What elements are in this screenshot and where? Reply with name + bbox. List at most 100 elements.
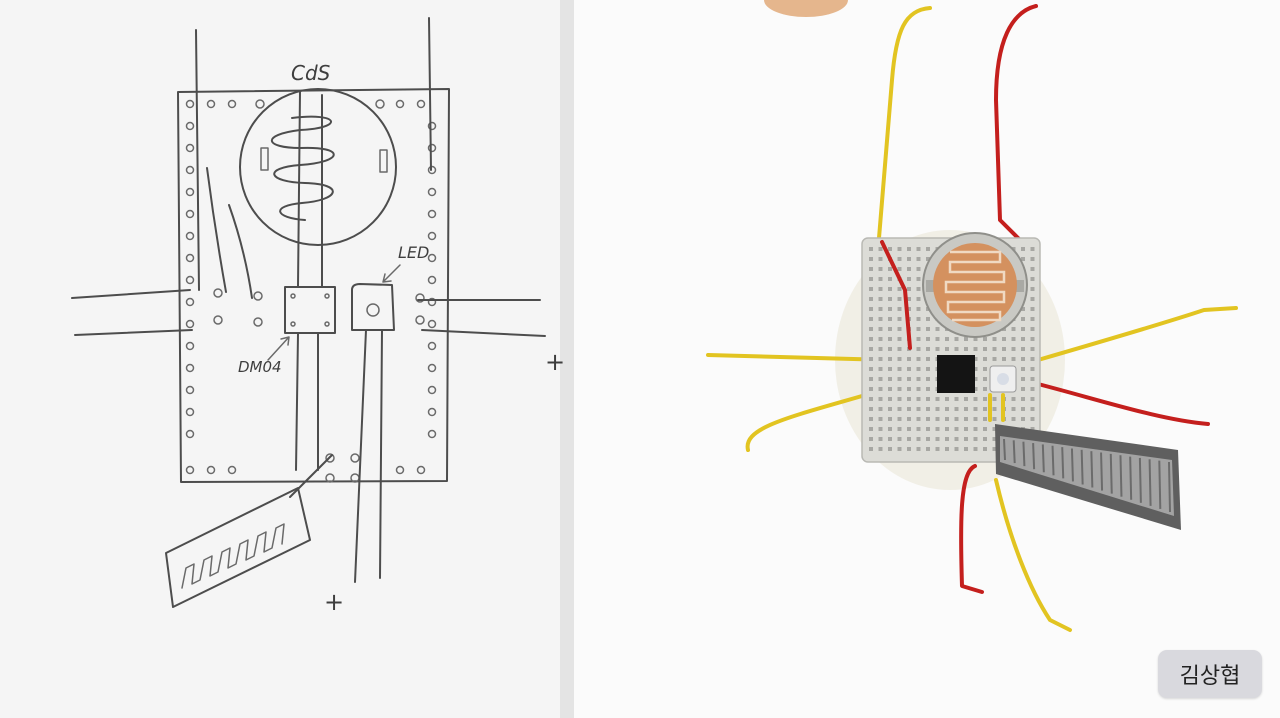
sketch-hole bbox=[427, 297, 437, 307]
breadboard-hole bbox=[888, 247, 892, 251]
breadboard-hole bbox=[1030, 367, 1035, 371]
breadboard-hole bbox=[916, 247, 921, 251]
sketch-plus-right: + bbox=[545, 348, 565, 376]
breadboard-hole bbox=[1021, 317, 1025, 321]
breadboard-hole bbox=[1021, 307, 1025, 311]
sketch-hole bbox=[350, 453, 360, 463]
breadboard-hole bbox=[935, 397, 940, 401]
sketch-hole bbox=[185, 385, 195, 395]
moisture-sensor-trace bbox=[1109, 453, 1113, 494]
breadboard-hole bbox=[1021, 367, 1025, 371]
breadboard-photo bbox=[706, 4, 1238, 632]
breadboard-hole bbox=[983, 447, 987, 451]
sketch-hole bbox=[185, 165, 195, 175]
breadboard-hole bbox=[878, 257, 883, 261]
breadboard-hole bbox=[973, 447, 978, 451]
sketch-hole bbox=[427, 143, 437, 153]
breadboard-hole bbox=[964, 347, 968, 351]
breadboard-hole bbox=[897, 387, 902, 391]
breadboard-hole bbox=[907, 287, 911, 291]
breadboard-hole bbox=[897, 357, 902, 361]
breadboard-hole bbox=[1002, 357, 1006, 361]
sketch-holes bbox=[185, 99, 437, 483]
breadboard-hole bbox=[973, 437, 978, 441]
breadboard-hole bbox=[888, 347, 892, 351]
breadboard-hole bbox=[1030, 257, 1035, 261]
breadboard-hole bbox=[916, 347, 921, 351]
breadboard-hole bbox=[878, 377, 883, 381]
breadboard-hole bbox=[935, 327, 940, 331]
sketch-wire-left-1 bbox=[71, 289, 191, 299]
breadboard-hole bbox=[992, 407, 997, 411]
sketch-hole bbox=[325, 473, 335, 483]
breadboard-hole bbox=[935, 447, 940, 451]
breadboard-hole bbox=[916, 377, 921, 381]
breadboard-hole bbox=[878, 267, 883, 271]
breadboard-hole bbox=[869, 337, 873, 341]
breadboard-hole bbox=[916, 317, 921, 321]
breadboard-hole bbox=[1021, 247, 1025, 251]
breadboard-hole bbox=[926, 247, 930, 251]
breadboard-hole bbox=[869, 387, 873, 391]
breadboard-hole bbox=[888, 287, 892, 291]
breadboard-hole bbox=[926, 367, 930, 371]
breadboard-hole bbox=[926, 417, 930, 421]
sketch-hole bbox=[427, 209, 437, 219]
sketch-wire-diagonal-1 bbox=[206, 167, 227, 293]
sketch-hole bbox=[206, 99, 216, 109]
breadboard-hole bbox=[878, 357, 883, 361]
breadboard-hole bbox=[907, 427, 911, 431]
sketch-chip-pin bbox=[324, 293, 330, 299]
breadboard-hole bbox=[897, 307, 902, 311]
sketch-hole bbox=[427, 231, 437, 241]
sketch-hole bbox=[185, 187, 195, 197]
breadboard-hole bbox=[1030, 317, 1035, 321]
breadboard-hole bbox=[935, 347, 940, 351]
breadboard-hole bbox=[954, 427, 959, 431]
breadboard-hole bbox=[964, 397, 968, 401]
breadboard-hole bbox=[926, 327, 930, 331]
breadboard-hole bbox=[935, 337, 940, 341]
breadboard-hole bbox=[926, 397, 930, 401]
breadboard-hole bbox=[897, 267, 902, 271]
sketch-hole bbox=[185, 99, 195, 109]
breadboard-hole bbox=[878, 447, 883, 451]
sketch-chip bbox=[284, 286, 336, 334]
breadboard-hole bbox=[907, 447, 911, 451]
breadboard-hole bbox=[878, 427, 883, 431]
breadboard-hole bbox=[954, 337, 959, 341]
breadboard-hole bbox=[926, 447, 930, 451]
breadboard-hole bbox=[916, 417, 921, 421]
breadboard-hole bbox=[1021, 337, 1025, 341]
breadboard-hole bbox=[897, 317, 902, 321]
wire-red-top bbox=[994, 4, 1038, 242]
sketch-hole bbox=[185, 253, 195, 263]
moisture-sensor-trace bbox=[1061, 447, 1065, 479]
breadboard-hole bbox=[878, 387, 883, 391]
breadboard-hole bbox=[888, 337, 892, 341]
breadboard-hole bbox=[907, 257, 911, 261]
sketch-plus-bottom: + bbox=[324, 588, 344, 616]
breadboard-hole bbox=[1011, 327, 1016, 331]
breadboard-hole bbox=[869, 257, 873, 261]
breadboard-hole bbox=[1002, 337, 1006, 341]
breadboard-hole bbox=[888, 447, 892, 451]
breadboard-hole bbox=[1030, 407, 1035, 411]
breadboard-hole bbox=[869, 427, 873, 431]
breadboard-hole bbox=[888, 437, 892, 441]
breadboard-hole bbox=[888, 427, 892, 431]
sketch-hole bbox=[416, 99, 426, 109]
breadboard-hole bbox=[973, 427, 978, 431]
breadboard-hole bbox=[983, 387, 987, 391]
breadboard-hole bbox=[1030, 417, 1035, 421]
breadboard-hole bbox=[973, 377, 978, 381]
breadboard-hole bbox=[869, 367, 873, 371]
breadboard-hole bbox=[907, 267, 911, 271]
breadboard-hole bbox=[983, 367, 987, 371]
breadboard-hole bbox=[964, 337, 968, 341]
sketch-hole bbox=[427, 253, 437, 263]
sketch-cds-body bbox=[239, 88, 397, 246]
wire-yellow-bottom bbox=[994, 478, 1072, 632]
breadboard-hole bbox=[897, 377, 902, 381]
breadboard-hole bbox=[878, 317, 883, 321]
